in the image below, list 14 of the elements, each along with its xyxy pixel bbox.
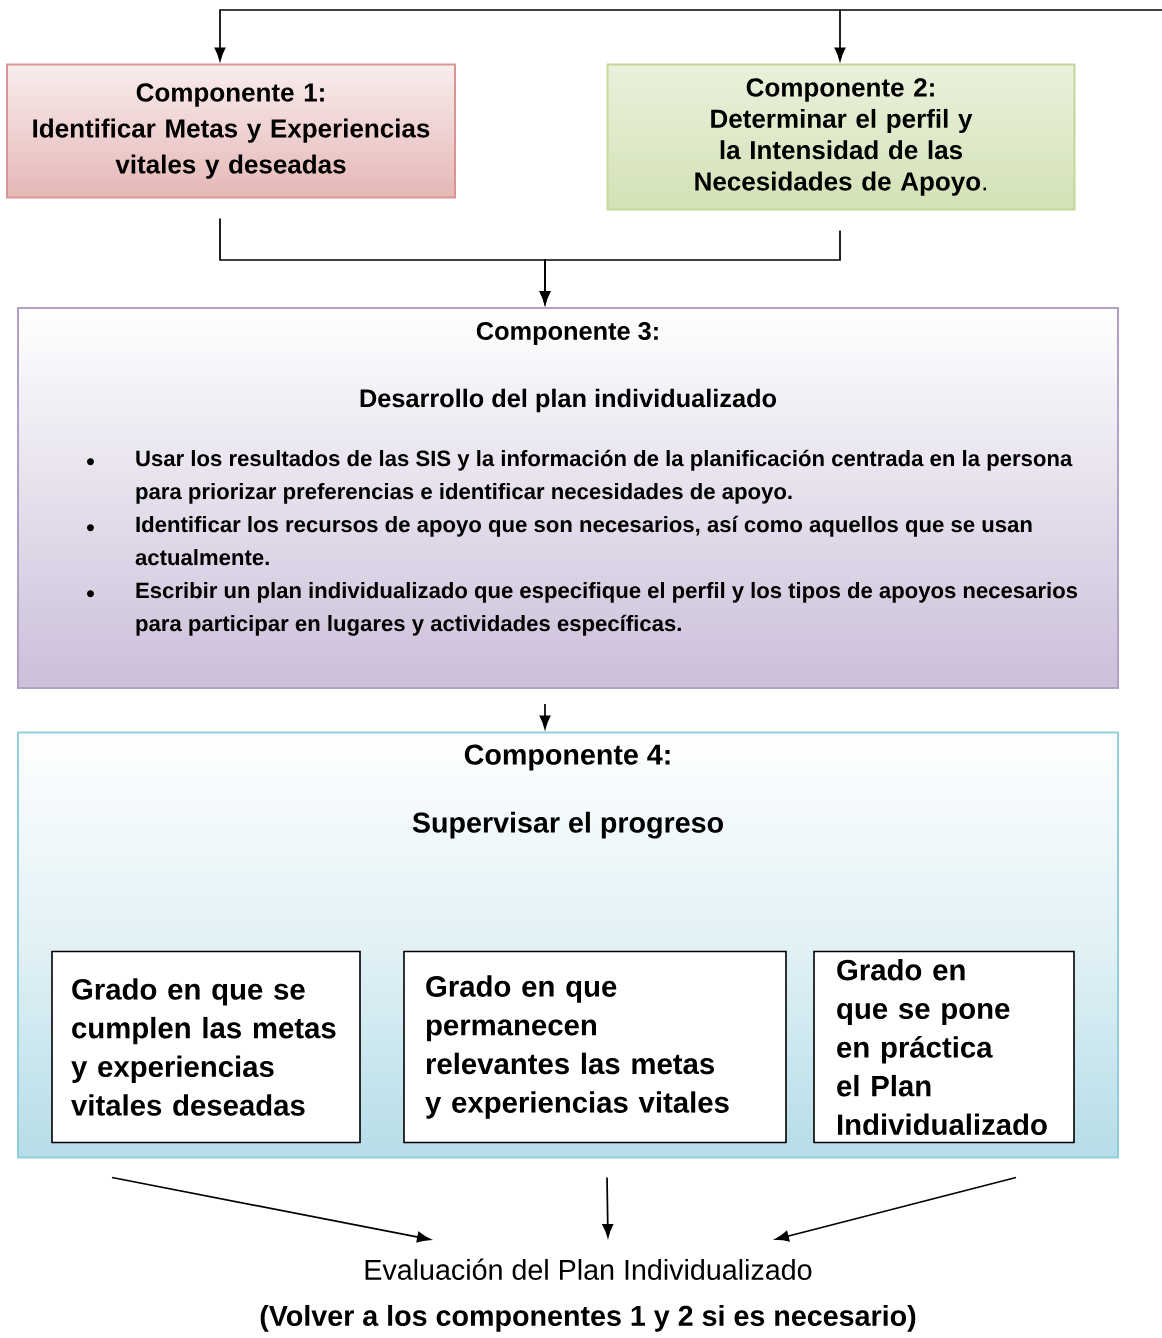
arrow xyxy=(214,9,1162,61)
arrow xyxy=(111,1176,431,1243)
component-box: Componente 2: Determinar el perfil y la Intensidad de las Necesidades de Apoyo. xyxy=(606,63,1076,211)
criterion-box: Grado en que se pone en práctica el Plan Individualizado xyxy=(813,950,1075,1144)
arrow xyxy=(539,703,551,729)
arrow xyxy=(834,9,846,61)
component-box: Componente 1: Identificar Metas y Experiencias vitales y deseadas xyxy=(6,63,456,199)
arrow xyxy=(775,1176,1017,1242)
criterion-box: Grado en que permanecen relevantes las metas y experiencias vitales xyxy=(403,950,787,1144)
criterion-box: Grado en que se cumplen las metas y experiencias vitales deseadas xyxy=(51,950,361,1144)
outcome-text: Evaluación del Plan Individualizado (Volver a los componentes 1 y 2 si es necesario) xyxy=(260,1258,916,1332)
arrow xyxy=(539,229,841,305)
arrow xyxy=(602,1176,614,1238)
component-panel: Componente 3: Desarrollo del plan individualizado Usar los resultados de las SIS y la información de la planificación centrada en la persona para priorizar preferencias e identificar necesidades de apoyo. Identificar los recursos de apoyo que son necesarios, así como aquellos que se usan actualmente. Escribir un plan individualizado que especifique el perfil y los tipos de apoyos necesarios para participar en lugares y actividades específicas. xyxy=(17,307,1119,689)
